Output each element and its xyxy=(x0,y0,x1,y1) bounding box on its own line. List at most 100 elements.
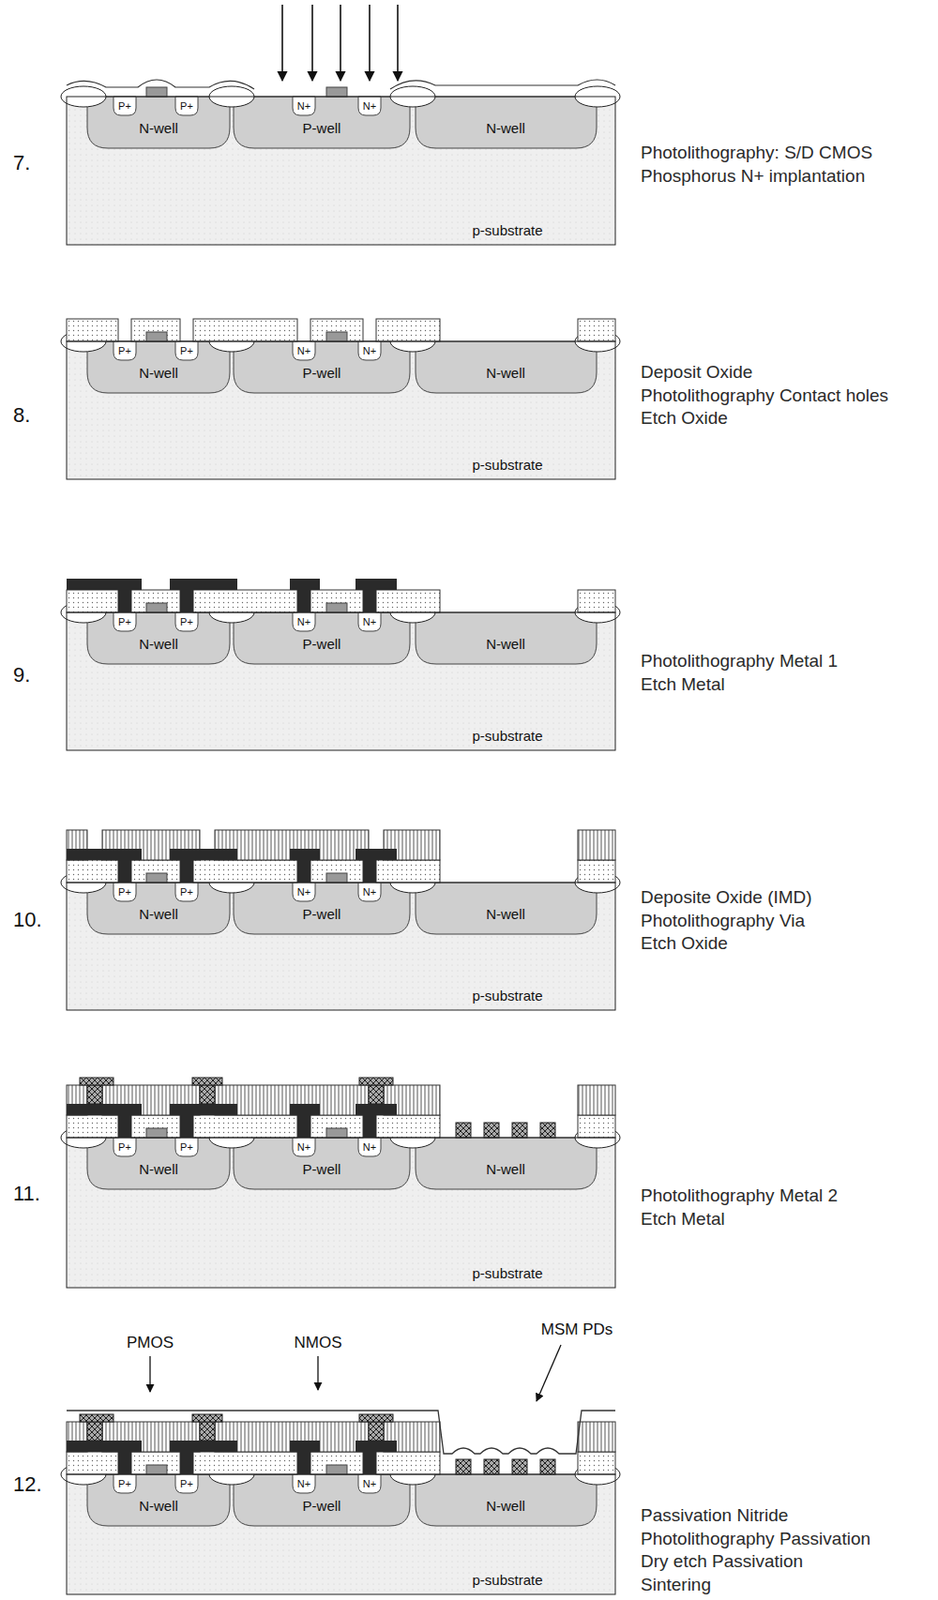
metal1-contact xyxy=(180,1115,194,1138)
substrate-label: p-substrate xyxy=(471,988,543,1005)
metal2-pad xyxy=(79,1077,114,1086)
diffusion-region xyxy=(175,1137,198,1157)
deposited-oxide xyxy=(66,860,119,883)
well-label: N-well xyxy=(485,636,526,653)
process-step-text: Phosphorus N+ implantation xyxy=(640,166,865,186)
implant-arrow xyxy=(339,4,342,81)
well-region xyxy=(415,612,597,665)
well-label: P-well xyxy=(302,907,342,923)
cross-section xyxy=(60,1077,621,1288)
imd-oxide xyxy=(577,830,616,861)
step-number: 12. xyxy=(13,1473,43,1497)
doping-label: P+ xyxy=(118,616,132,628)
metal2-pad xyxy=(79,1414,114,1423)
metal1-contact xyxy=(297,860,311,883)
substrate-outline xyxy=(66,882,616,1011)
doping-label: P+ xyxy=(118,1478,132,1490)
deposited-oxide xyxy=(66,318,119,342)
metal2-via xyxy=(87,1085,103,1105)
substrate-outline xyxy=(66,96,616,245)
metal1-contact xyxy=(363,590,377,613)
metal2-via xyxy=(199,1422,215,1441)
deposited-oxide xyxy=(310,590,364,613)
doping-label: N+ xyxy=(297,886,311,898)
gate xyxy=(326,1465,348,1475)
doping-label: N+ xyxy=(297,1478,311,1490)
pointer-arrow xyxy=(536,1345,561,1402)
process-step-text: Photolithography Contact holes xyxy=(640,385,889,406)
pointer-arrow xyxy=(149,1356,151,1392)
well-label: N-well xyxy=(485,365,526,382)
doping-label: P+ xyxy=(180,616,194,628)
oxide-line xyxy=(390,79,616,90)
gate xyxy=(326,87,348,97)
deposited-oxide xyxy=(131,1452,181,1475)
msm-finger xyxy=(512,1122,528,1138)
doping-label: P+ xyxy=(180,100,194,112)
msm-finger xyxy=(540,1459,556,1475)
step-number: 11. xyxy=(13,1182,41,1206)
diffusion-region xyxy=(113,882,137,902)
process-step-text: Deposite Oxide (IMD) xyxy=(640,888,813,908)
metal2-pad xyxy=(192,1077,223,1086)
deposited-oxide xyxy=(577,1115,616,1138)
well-region xyxy=(87,882,230,935)
metal1-contact xyxy=(118,1452,132,1475)
well-region xyxy=(415,341,597,394)
msm-finger xyxy=(484,1459,500,1475)
doping-label: N+ xyxy=(363,1478,377,1490)
device-label: PMOS xyxy=(126,1334,174,1353)
process-step-text: Photolithography Metal 2 xyxy=(640,1186,838,1207)
metal1-contact xyxy=(297,1452,311,1475)
gate xyxy=(146,603,167,613)
implant-arrow xyxy=(368,4,371,81)
diffusion-region xyxy=(113,341,137,361)
metal2-via xyxy=(368,1085,384,1105)
well-region xyxy=(415,1137,597,1190)
well-region xyxy=(233,96,410,149)
metal1-contact xyxy=(118,590,132,613)
metal1-contact xyxy=(118,1115,132,1138)
process-step-text: Deposit Oxide xyxy=(640,363,753,383)
diffusion-region xyxy=(175,341,198,361)
metal2-via xyxy=(87,1422,103,1441)
deposited-oxide xyxy=(577,860,616,883)
metal1-contact xyxy=(180,860,194,883)
metal1-contact xyxy=(297,590,311,613)
imd-oxide xyxy=(577,1085,616,1116)
deposited-oxide xyxy=(376,860,440,883)
substrate-outline xyxy=(66,341,616,480)
msm-finger xyxy=(484,1122,500,1138)
diffusion-region xyxy=(358,341,381,361)
well-region xyxy=(87,341,230,394)
process-step-text: Photolithography Metal 1 xyxy=(640,651,838,672)
metal1-pad xyxy=(169,1440,238,1453)
metal1-pad xyxy=(355,1440,397,1453)
well-region xyxy=(415,96,597,149)
substrate-label: p-substrate xyxy=(471,223,543,240)
metal2-via xyxy=(368,1422,384,1441)
diffusion-region xyxy=(292,612,316,632)
deposited-oxide xyxy=(577,590,616,613)
well-label: N-well xyxy=(138,636,179,653)
diffusion-region xyxy=(292,96,316,116)
well-label: N-well xyxy=(138,907,179,923)
device-label: MSM PDs xyxy=(541,1321,614,1340)
cross-section xyxy=(60,578,621,751)
doping-label: P+ xyxy=(180,1478,194,1490)
p-substrate-region xyxy=(66,612,616,751)
deposited-oxide xyxy=(376,590,440,613)
well-region xyxy=(233,1137,410,1190)
well-label: P-well xyxy=(302,365,342,382)
diffusion-region xyxy=(113,96,137,116)
well-region xyxy=(415,882,597,935)
substrate-label: p-substrate xyxy=(471,457,543,474)
doping-label: N+ xyxy=(297,345,311,357)
diffusion-region xyxy=(175,882,198,902)
well-region xyxy=(233,341,410,394)
metal1-contact xyxy=(363,860,377,883)
well-region xyxy=(415,1474,597,1527)
doping-label: N+ xyxy=(297,1141,311,1153)
diffusion-region xyxy=(358,1137,381,1157)
